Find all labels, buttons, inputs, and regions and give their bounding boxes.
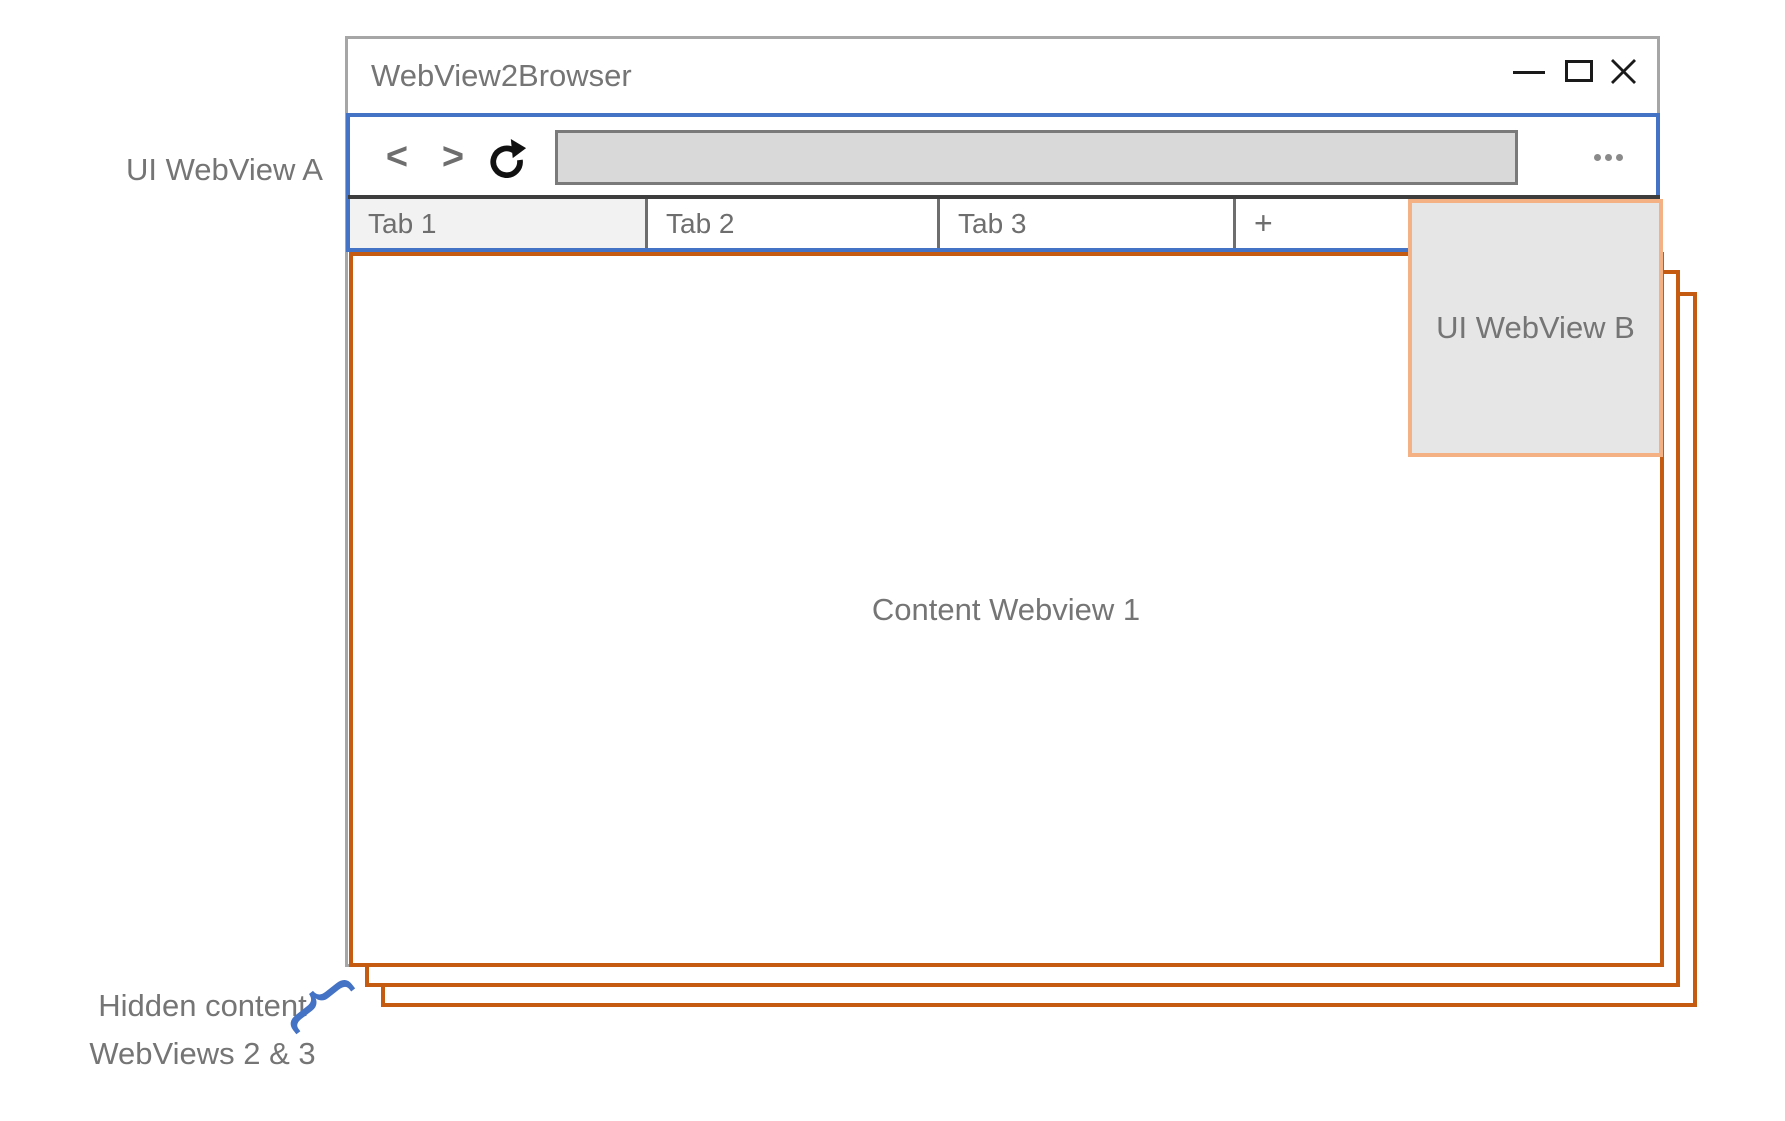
hidden-content-annotation-line1: Hidden content [98,988,307,1023]
more-menu-button[interactable] [1584,140,1632,174]
ui-webview-a-annotation: UI WebView A [125,152,323,187]
minimize-icon [1513,70,1545,74]
window-title: WebView2Browser [371,58,632,93]
tab-3[interactable]: Tab 3 [940,199,1233,248]
ellipsis-icon [1604,153,1612,161]
address-bar-input[interactable] [555,130,1518,185]
maximize-button[interactable] [1558,51,1600,91]
hidden-content-annotation-line2: WebViews 2 & 3 [89,1036,316,1071]
tab-2-label: Tab 2 [666,207,735,239]
tab-1-label: Tab 1 [368,207,437,239]
ui-webview-b-label: UI WebView B [1436,310,1635,345]
tab-separator [645,199,648,248]
ellipsis-icon [1615,153,1623,161]
reload-button[interactable] [484,137,530,183]
reload-icon [490,139,527,178]
tab-1[interactable]: Tab 1 [350,199,645,248]
back-button[interactable]: < [385,135,409,178]
forward-button[interactable]: > [441,135,465,178]
content-webview-1-label: Content Webview 1 [871,592,1141,627]
tab-separator [1233,199,1236,248]
tab-2[interactable]: Tab 2 [648,199,937,248]
minimize-button[interactable] [1506,56,1552,88]
ellipsis-icon [1593,153,1601,161]
tab-3-label: Tab 3 [958,207,1027,239]
new-tab-plus-icon: + [1254,205,1273,241]
close-button[interactable] [1602,51,1644,91]
close-icon [1610,58,1636,84]
ui-webview-b-overlay: UI WebView B [1408,199,1663,457]
tab-separator [937,199,940,248]
maximize-icon [1565,60,1593,82]
tabstrip-top-border [348,195,1660,199]
